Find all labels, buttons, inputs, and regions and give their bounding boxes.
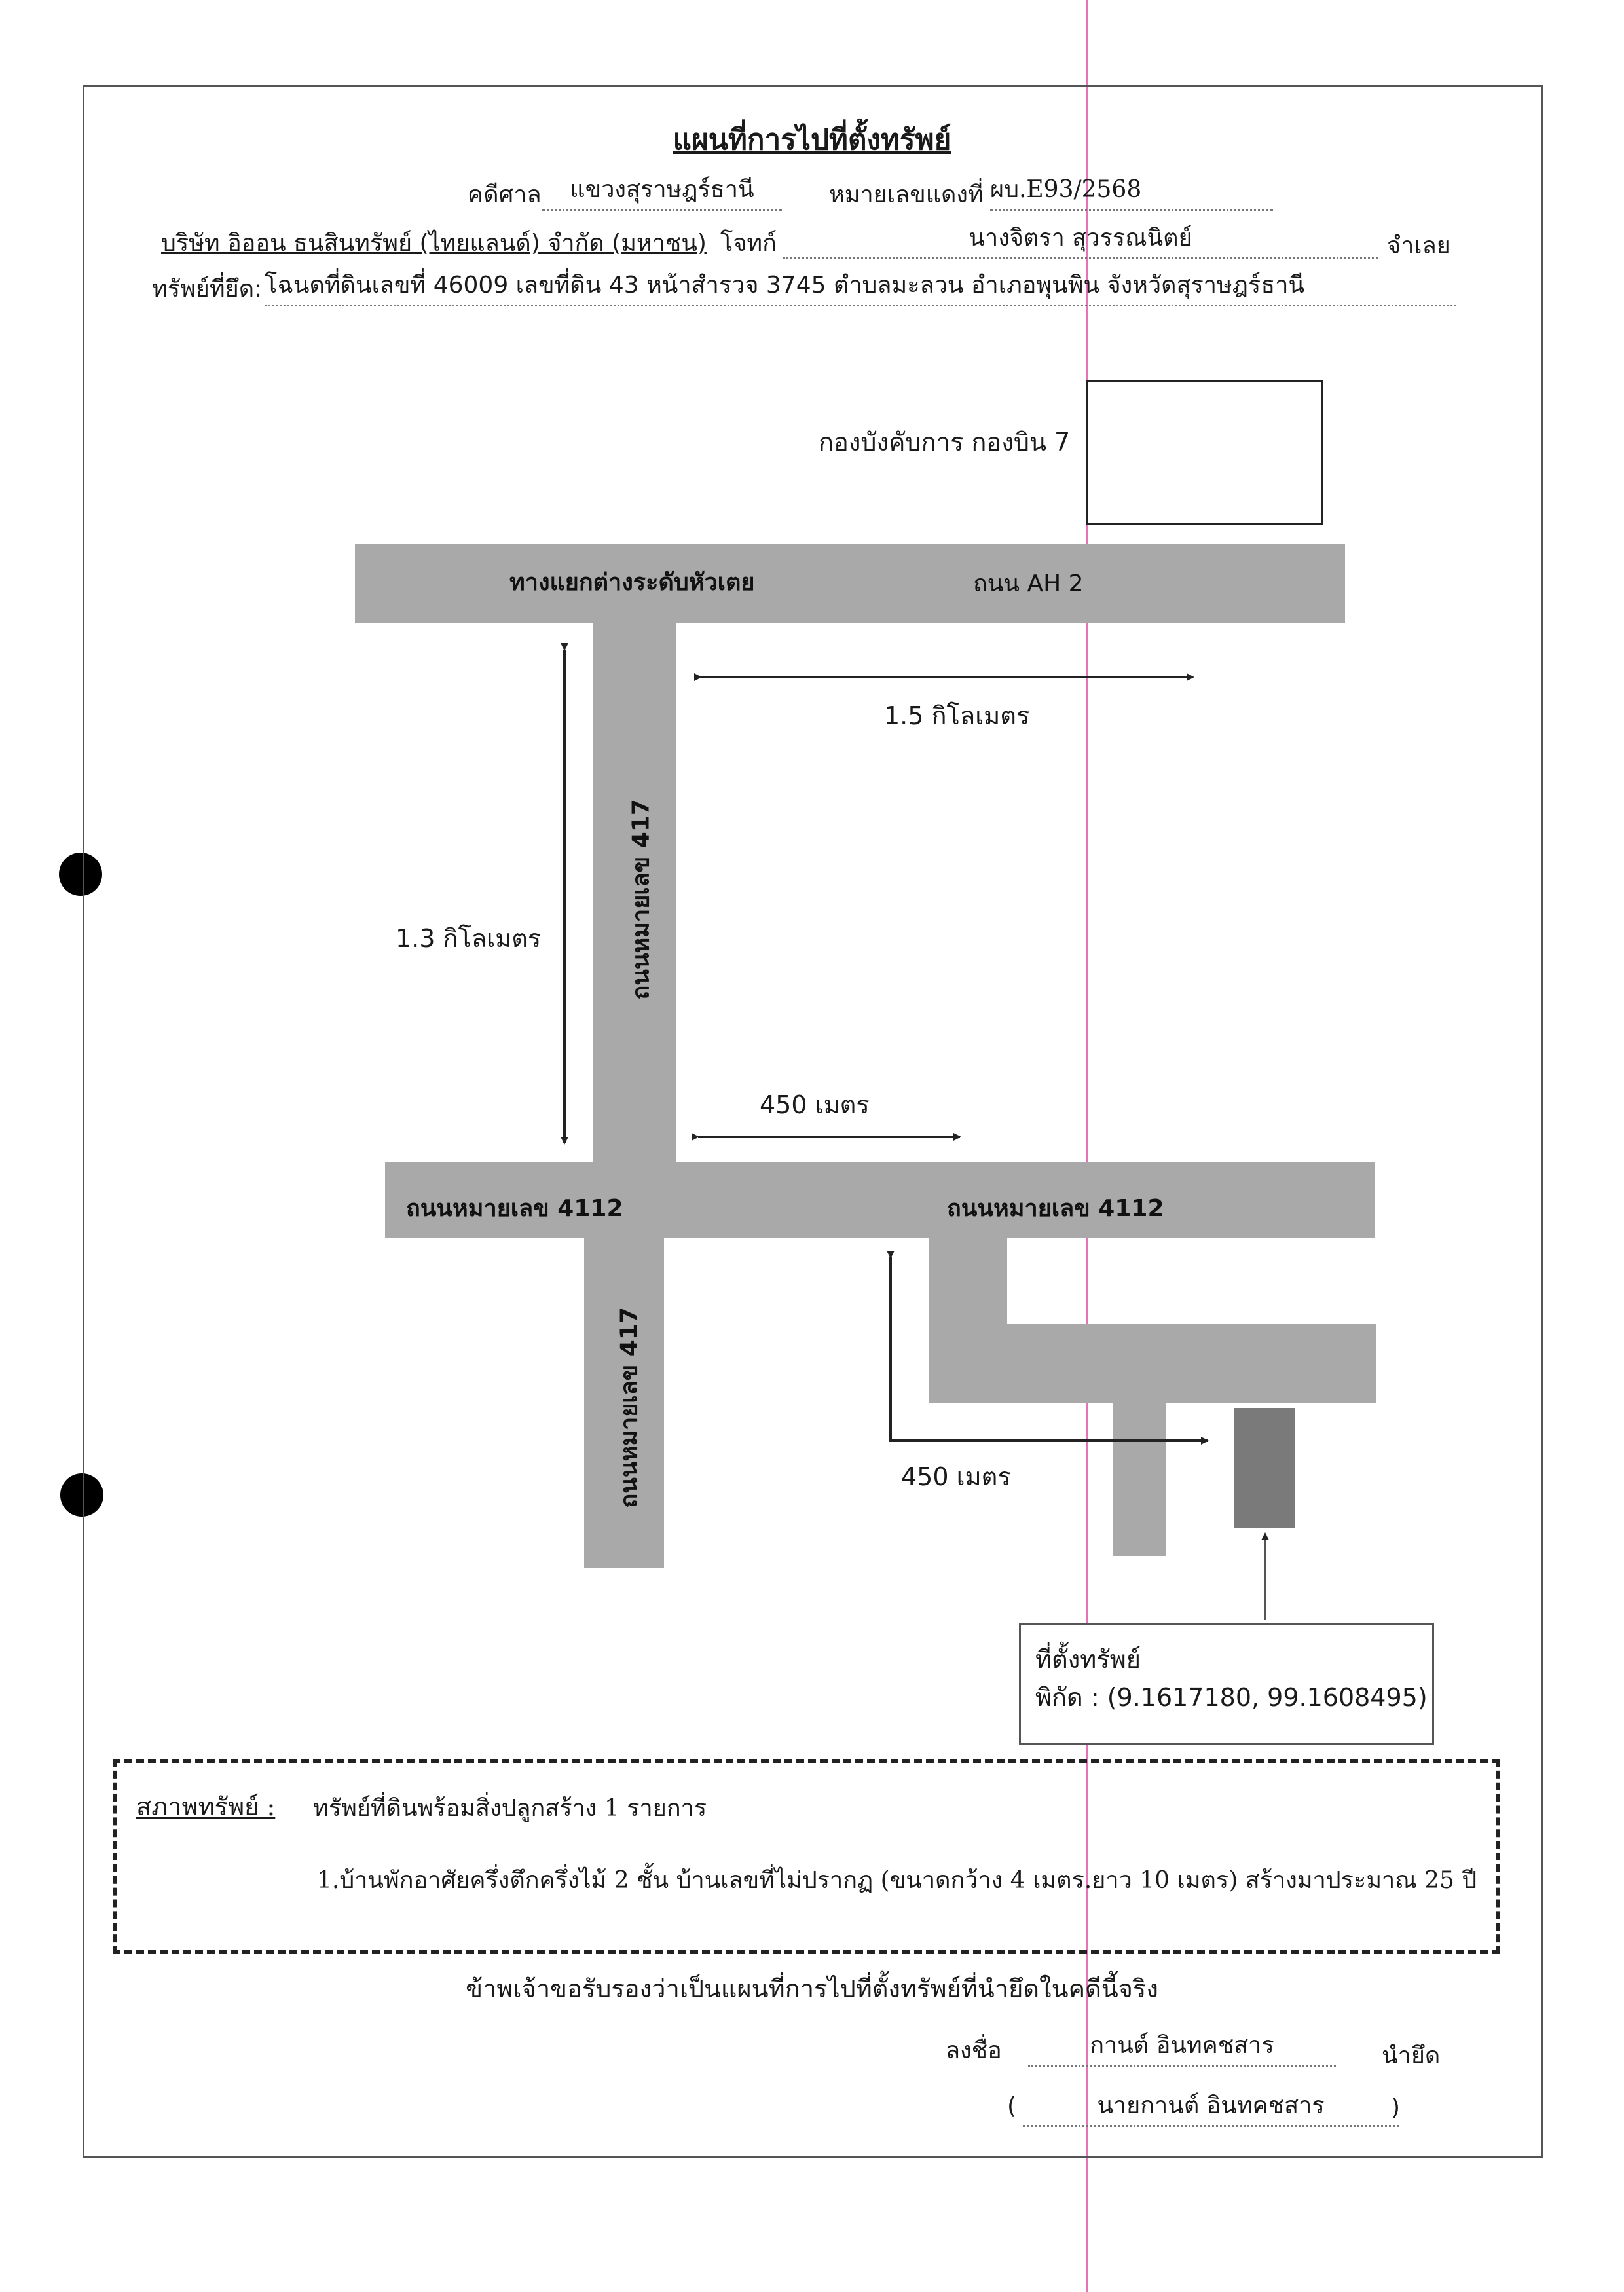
defendant-name: นางจิตรา สุวรรณนิตย์ [783, 219, 1378, 259]
certification-statement: ข้าพเจ้าขอรับรองว่าเป็นแผนที่การไปที่ตั้… [466, 1974, 1158, 2003]
condition-line-1: ทรัพย์ที่ดินพร้อมสิ่งปลูกสร้าง 1 รายการ [313, 1795, 707, 1822]
plaintiff-label: โจทก์ [720, 230, 777, 257]
road-4112-east-label: ถนนหมายเลข 4112 [947, 1195, 1164, 1222]
open-paren: ( [1007, 2093, 1017, 2120]
condition-line-2: 1.บ้านพักอาศัยครึ่งตึกครึ่งไม้ 2 ชั้น บ้… [317, 1867, 1477, 1894]
location-title: ที่ตั้งทรัพย์ [1035, 1645, 1141, 1674]
arrow-450m-bottom [887, 1251, 1209, 1445]
distance-450m-bottom-label: 450 เมตร [901, 1462, 1011, 1491]
location-coordinates: พิกัด : (9.1617180, 99.1608495) [1035, 1683, 1428, 1712]
road-417-south [584, 1236, 664, 1568]
seized-property-label: ทรัพย์ที่ยึด: [152, 276, 263, 303]
junction-label: ทางแยกต่างระดับหัวเตย [509, 569, 755, 596]
distance-1-3km-label: 1.3 กิโลเมตร [396, 924, 542, 953]
property-location-marker [1234, 1408, 1295, 1528]
court-value: แขวงสุราษฎร์ธานี [542, 170, 782, 211]
condition-label: สภาพทรัพย์ : [136, 1792, 276, 1821]
close-paren: ) [1391, 2094, 1401, 2121]
court-label: คดีศาล [468, 181, 542, 208]
landmark-label: กองบังคับการ กองบิน 7 [819, 428, 1071, 456]
role-label: นำยึด [1382, 2042, 1441, 2069]
signature: กานต์ อินทคชสาร [1028, 2026, 1336, 2067]
page-title: แผนที่การไปที่ตั้งทรัพย์ [673, 123, 951, 157]
property-condition-box: สภาพทรัพย์ : ทรัพย์ที่ดินพร้อมสิ่งปลูกสร… [113, 1759, 1500, 1954]
red-case-value: ผบ.E93/2568 [990, 170, 1273, 211]
defendant-label: จำเลย [1387, 232, 1450, 259]
road-4112 [385, 1162, 1375, 1238]
plaintiff-name: บริษัท อิออน ธนสินทรัพย์ (ไทยแลนด์) จำกั… [161, 230, 707, 257]
landmark-box [1086, 380, 1323, 525]
seized-property-value: โฉนดที่ดินเลขที่ 46009 เลขที่ดิน 43 หน้า… [265, 266, 1456, 306]
road-417-north [593, 622, 676, 1166]
sign-label: ลงชื่อ [946, 2037, 1002, 2064]
red-case-label: หมายเลขแดงที่ [829, 181, 984, 208]
pink-margin-line [1086, 0, 1088, 2292]
road-ah2 [355, 544, 1345, 623]
punch-hole-top [59, 853, 102, 896]
road-4112-west-label: ถนนหมายเลข 4112 [406, 1195, 623, 1222]
punch-hole-bottom [60, 1473, 103, 1517]
property-location-box: ที่ตั้งทรัพย์ พิกัด : (9.1617180, 99.160… [1019, 1623, 1434, 1745]
road-ah2-label: ถนน AH 2 [973, 570, 1084, 597]
distance-1-5km-label: 1.5 กิโลเมตร [884, 701, 1030, 730]
printed-name: นายกานต์ อินทคชสาร [1023, 2086, 1399, 2127]
distance-450m-top-label: 450 เมตร [760, 1090, 870, 1119]
page-frame [83, 85, 1543, 2158]
